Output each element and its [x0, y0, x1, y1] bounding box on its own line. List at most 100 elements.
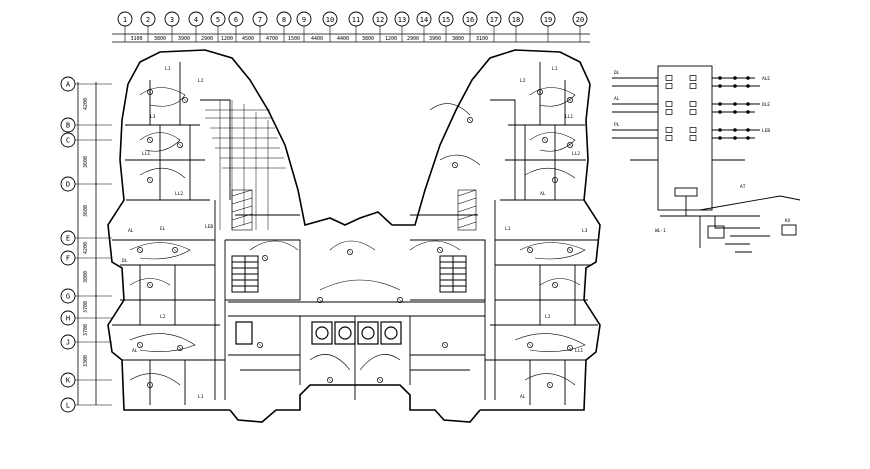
room-tag: L1 [552, 66, 558, 72]
terminal-dot [746, 136, 750, 140]
terminal-dot [718, 102, 722, 106]
grid-label: 8 [282, 16, 286, 24]
room-tag: LEB [205, 224, 213, 230]
terminal-dot [718, 76, 722, 80]
dimension-label: 4200 [83, 98, 89, 110]
ceiling-light-symbol [567, 142, 573, 148]
ceiling-light-symbol [567, 97, 573, 103]
right-stair-core [439, 255, 467, 293]
grid-label: G [66, 293, 70, 301]
ceiling-light-symbol [537, 89, 543, 95]
room-tag: L1 [198, 394, 204, 400]
ceiling-light-symbol [542, 137, 548, 143]
ceiling-light-symbol [317, 297, 323, 303]
grid-bubble-top: 4 [188, 11, 204, 42]
ceiling-light-symbol [147, 89, 153, 95]
terminal-dot [746, 128, 750, 132]
breaker-symbol [689, 101, 697, 107]
room-tag: LL2 [572, 151, 580, 157]
terminal-dot [733, 84, 737, 88]
terminal-dot [746, 110, 750, 114]
grid-bubble-top: 11 [348, 11, 364, 42]
ceiling-light-symbol [137, 342, 143, 348]
terminal-dot [733, 76, 737, 80]
dimension-label: 4700 [266, 36, 278, 42]
dimension-label: 3800 [154, 36, 166, 42]
grid-bubble-top: 16 [462, 11, 478, 42]
grid-bubble-top: 14 [416, 11, 432, 42]
ceiling-light-symbol [527, 247, 533, 253]
grid-label: 15 [442, 16, 450, 24]
room-tag: L3 [150, 114, 156, 120]
breaker-symbol [689, 83, 697, 89]
grid-bubble-top: 10 [322, 11, 338, 42]
grid-label: 19 [544, 16, 552, 24]
dimension-label: 3100 [476, 36, 488, 42]
ceiling-light-symbol [262, 255, 268, 261]
grid-bubble-left: B [60, 117, 112, 133]
ceiling-light-symbol [567, 247, 573, 253]
wiring-cluster [205, 100, 286, 230]
riser-label: DLE [762, 102, 770, 108]
dimension-label: 3100 [130, 36, 142, 42]
ceiling-light-symbol [177, 345, 183, 351]
top-dimension-line [112, 33, 590, 43]
dimension-label: 4400 [311, 36, 323, 42]
terminal-dot [733, 110, 737, 114]
room-tag: L3 [582, 228, 588, 234]
breaker-symbol [689, 127, 697, 133]
breaker-symbol [665, 127, 673, 133]
dimension-label: 4500 [242, 36, 254, 42]
grid-label: 10 [326, 16, 334, 24]
grid-label: 1 [123, 16, 127, 24]
grid-bubble-top: 2 [140, 11, 156, 42]
grid-label: 4 [194, 16, 198, 24]
elevator-shafts [235, 321, 402, 345]
breaker-symbol [665, 135, 673, 141]
dimension-label: 3300 [83, 355, 89, 367]
room-tag: LL1 [565, 114, 573, 120]
room-tag: L2 [160, 314, 166, 320]
riser-label: DL [614, 70, 620, 76]
terminal-dot [733, 128, 737, 132]
riser-label: AT [740, 184, 746, 190]
grid-label: C [66, 137, 70, 145]
grid-bubble-left: J [60, 334, 112, 350]
dimension-label: 4400 [337, 36, 349, 42]
grid-bubble-left: F [60, 250, 112, 266]
riser-note: WL-1 [655, 228, 666, 234]
dimension-label: 3600 [83, 156, 89, 168]
terminal-dot [718, 110, 722, 114]
terminal-dot [718, 128, 722, 132]
room-tag: L2 [545, 314, 551, 320]
room-tag: L2 [520, 78, 526, 84]
breaker-symbol [689, 135, 697, 141]
dimension-label: 3700 [83, 324, 89, 336]
room-tag: L1 [505, 226, 511, 232]
grid-label: 14 [420, 16, 428, 24]
ceiling-light-symbol [172, 247, 178, 253]
grid-bubble-left: D [60, 176, 112, 192]
left-dimension-line [77, 82, 97, 405]
grid-label: D [66, 181, 70, 189]
lighting-circuits [129, 87, 586, 386]
grid-bubble-left: C [60, 132, 112, 148]
riser-label: ALE [762, 76, 770, 82]
ceiling-light-symbol [347, 249, 353, 255]
grid-label: 13 [398, 16, 406, 24]
riser-label: AL [614, 96, 620, 102]
breaker-symbol [689, 75, 697, 81]
breaker-symbol [665, 83, 673, 89]
grid-label: F [66, 255, 70, 263]
ceiling-light-symbol [177, 142, 183, 148]
room-tag: EL [160, 226, 166, 232]
dimension-label: 2900 [201, 36, 213, 42]
terminal-dot [746, 84, 750, 88]
grid-label: B [66, 122, 70, 130]
light-fixtures [137, 89, 573, 388]
dimension-label: 3900 [178, 36, 190, 42]
